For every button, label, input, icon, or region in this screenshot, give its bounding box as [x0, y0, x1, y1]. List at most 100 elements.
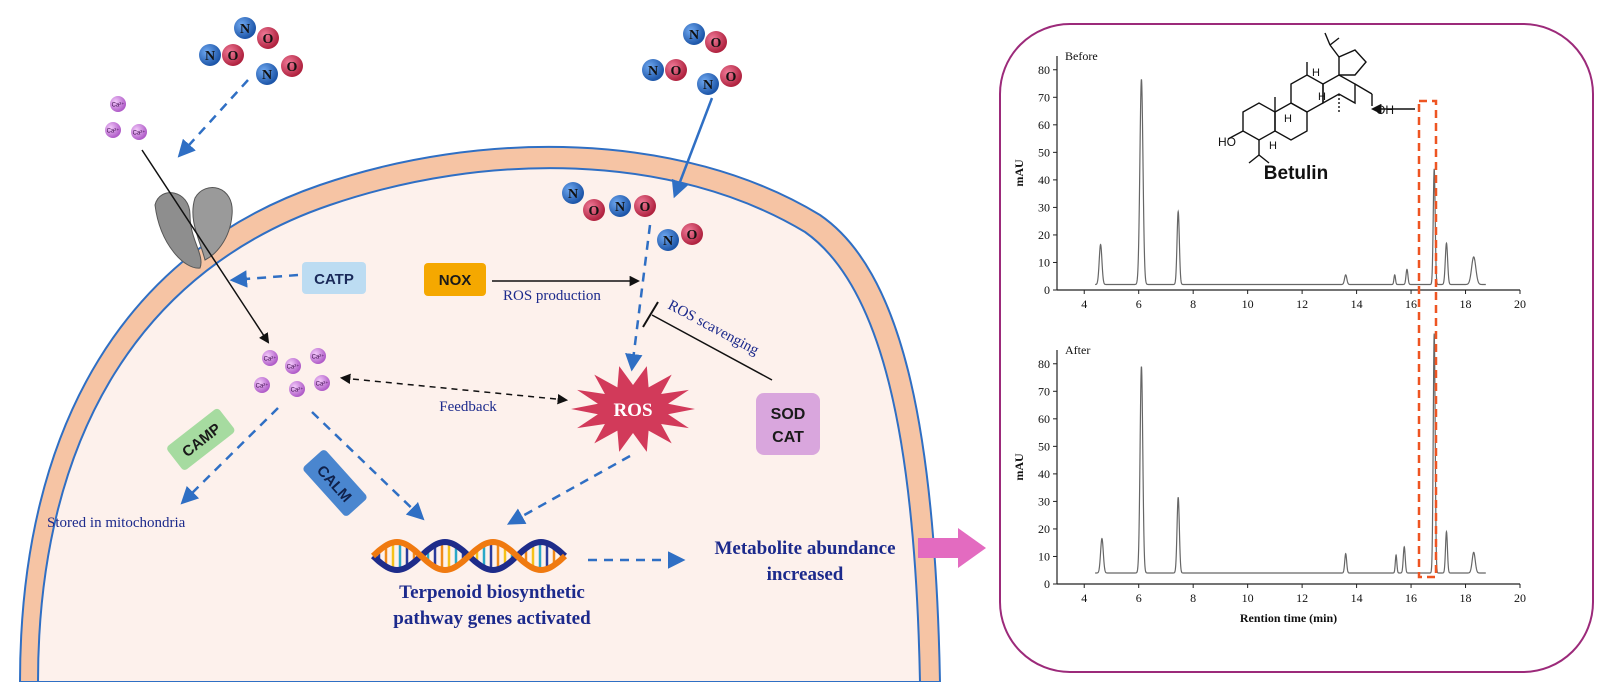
y-tick-label: 50	[1038, 439, 1050, 453]
y-tick-label: 10	[1038, 549, 1050, 563]
y-tick-label: 60	[1038, 412, 1050, 426]
h-label-1: H	[1312, 67, 1320, 79]
svg-text:N: N	[689, 28, 699, 43]
x-tick-label: 12	[1296, 591, 1308, 605]
svg-text:Ca²⁺: Ca²⁺	[133, 130, 146, 137]
y-tick-label: 0	[1044, 283, 1050, 297]
x-tick-label: 14	[1351, 591, 1363, 605]
y-tick-label: 20	[1038, 522, 1050, 536]
chromatogram-trace	[1095, 79, 1486, 286]
x-tick-label: 18	[1460, 591, 1472, 605]
svg-text:Ca²⁺: Ca²⁺	[107, 128, 120, 135]
calcium-ion: Ca²⁺	[110, 96, 126, 112]
svg-text:Ca²⁺: Ca²⁺	[316, 381, 329, 388]
svg-text:N: N	[663, 234, 673, 249]
x-tick-label: 20	[1514, 591, 1526, 605]
calcium-ion: Ca²⁺	[262, 350, 278, 366]
no-molecule: NO	[697, 65, 742, 95]
inhibit-bar	[642, 301, 659, 328]
x-tick-label: 8	[1190, 297, 1196, 311]
svg-text:N: N	[568, 187, 578, 202]
y-tick-label: 80	[1038, 357, 1050, 371]
ros-label: ROS	[613, 400, 652, 421]
no-to-ros-arrow	[625, 224, 652, 372]
ho-label: HO	[1218, 135, 1236, 149]
y-tick-label: 10	[1038, 255, 1050, 269]
svg-text:O: O	[687, 228, 698, 243]
y-axis-label: mAU	[1012, 159, 1026, 187]
arrows	[141, 79, 773, 569]
feedback-arrow	[339, 373, 569, 405]
svg-text:O: O	[263, 32, 274, 47]
h-label-4: H	[1269, 140, 1277, 152]
calcium-ion: Ca²⁺	[285, 358, 301, 374]
svg-text:N: N	[615, 200, 625, 215]
catp-arrow	[229, 270, 299, 288]
cell-interior	[36, 167, 922, 682]
cell	[18, 145, 942, 682]
svg-text:O: O	[671, 64, 682, 79]
svg-text:N: N	[648, 64, 658, 79]
no-molecule: NO	[256, 55, 303, 85]
oh-label: OH	[1376, 103, 1394, 117]
nox-label: NOX	[439, 272, 472, 289]
x-tick-label: 10	[1242, 591, 1254, 605]
ros-to-genes-arrow	[506, 454, 631, 525]
sod-cat-box: SOD CAT	[756, 393, 820, 455]
calcium-ion: Ca²⁺	[310, 348, 326, 364]
x-tick-label: 20	[1514, 297, 1526, 311]
x-tick-label: 4	[1081, 591, 1087, 605]
calcium-ion: Ca²⁺	[314, 375, 330, 391]
y-tick-label: 20	[1038, 228, 1050, 242]
chart-title: Before	[1065, 49, 1098, 63]
catp-box: CATP	[302, 262, 366, 294]
x-tick-label: 8	[1190, 591, 1196, 605]
calcium-ion: Ca²⁺	[105, 122, 121, 138]
y-tick-label: 30	[1038, 494, 1050, 508]
y-axis-label: mAU	[1012, 453, 1026, 481]
y-tick-label: 30	[1038, 200, 1050, 214]
calcium-ion: Ca²⁺	[131, 124, 147, 140]
h-label-2: H	[1284, 113, 1292, 125]
svg-text:N: N	[240, 22, 250, 37]
betulin-structure	[1227, 32, 1373, 164]
svg-text:Ca²⁺: Ca²⁺	[287, 364, 300, 371]
dna-strand	[370, 538, 568, 574]
x-axis-label: Rention time (min)	[1240, 611, 1337, 625]
ros-burst: ROS	[571, 366, 695, 452]
x-tick-label: 16	[1405, 297, 1417, 311]
ros-production-label: ROS production	[503, 288, 601, 304]
x-tick-label: 10	[1242, 297, 1254, 311]
y-tick-label: 60	[1038, 118, 1050, 132]
chromatogram-trace	[1095, 333, 1486, 574]
calcium-ion: Ca²⁺	[289, 381, 305, 397]
svg-text:O: O	[589, 204, 600, 219]
no-entry-arrow-right	[671, 97, 714, 199]
betulin-label: Betulin	[1264, 163, 1328, 184]
no-molecule: NO	[234, 17, 279, 49]
x-tick-label: 4	[1081, 297, 1087, 311]
y-tick-label: 40	[1038, 173, 1050, 187]
x-tick-label: 12	[1296, 297, 1308, 311]
x-tick-label: 14	[1351, 297, 1363, 311]
h-label-3: H	[1318, 91, 1326, 103]
highlight-box	[1417, 99, 1438, 579]
dna-helix-icon	[370, 538, 568, 574]
metabolite-label-line1: Metabolite abundance	[714, 538, 895, 559]
catp-label: CATP	[314, 271, 354, 288]
y-tick-label: 70	[1038, 384, 1050, 398]
to-panel-arrow	[918, 528, 986, 568]
calcium-ion: Ca²⁺	[254, 377, 270, 393]
svg-text:Ca²⁺: Ca²⁺	[264, 356, 277, 363]
x-tick-label: 6	[1136, 591, 1142, 605]
feedback-label: Feedback	[439, 399, 497, 415]
svg-text:Ca²⁺: Ca²⁺	[291, 387, 304, 394]
x-tick-label: 16	[1405, 591, 1417, 605]
y-tick-label: 50	[1038, 145, 1050, 159]
ca-influx-line	[141, 149, 270, 344]
